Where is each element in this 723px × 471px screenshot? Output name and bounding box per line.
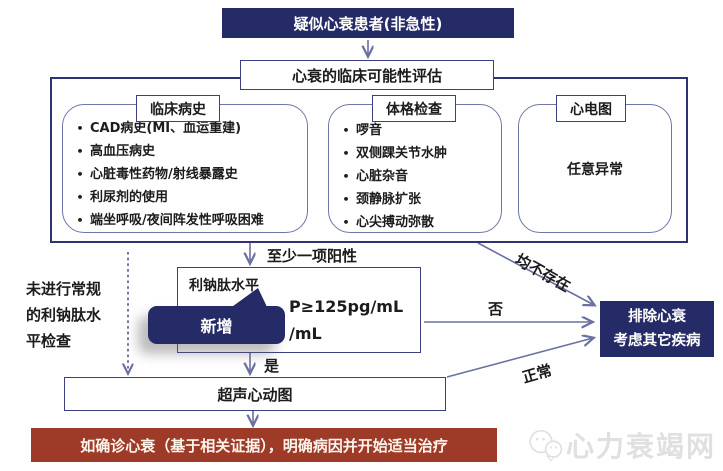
ecg-header: 心电图 [556, 95, 626, 122]
arrow-none-present [477, 242, 594, 305]
bullet-icon: • [342, 216, 350, 229]
list-item: •端坐呼吸/夜间阵发性呼吸困难 [70, 209, 300, 232]
echocardiogram-box: 超声心动图 [64, 377, 446, 411]
bullet-icon: • [76, 122, 84, 135]
site-watermark: 心力衰竭网 [526, 422, 716, 468]
no-label: 否 [488, 300, 504, 318]
watermark-text: 心力衰竭网 [565, 430, 716, 463]
arrow-normal [446, 338, 593, 378]
echocardiogram-label: 超声心动图 [217, 385, 293, 404]
list-item: •双侧踝关节水肿 [336, 142, 496, 165]
clinical-history-header-label: 临床病史 [150, 101, 206, 118]
clinical-history-list: •CAD病史(MI、血运重建) •高血压病史 •心脏毒性药物/射线暴露史 •利尿… [70, 117, 300, 232]
list-item: •颈静脉扩张 [336, 188, 496, 211]
bullet-icon: • [342, 147, 350, 160]
exclude-hf-box: 排除心衰 考虑其它疾病 [600, 301, 714, 357]
list-item: •心尖搏动弥散 [336, 211, 496, 234]
natriuretic-peptide-title: 利钠肽水平 [189, 278, 259, 294]
physical-exam-list: •啰音 •双侧踝关节水肿 •心脏杂音 •颈静脉扩张 •心尖搏动弥散 [336, 119, 496, 234]
ntprobnp-threshold-fragment: P≥125pg/mL [289, 297, 404, 316]
treatment-instruction-bar: 如确诊心衰（基于相关证据），明确病因并开始适当治疗 [31, 428, 497, 462]
bullet-icon: • [342, 170, 350, 183]
list-item: •CAD病史(MI、血运重建) [70, 117, 300, 140]
new-addition-callout: 新增 [148, 306, 285, 344]
list-item: •心脏毒性药物/射线暴露史 [70, 163, 300, 186]
list-item: •利尿剂的使用 [70, 186, 300, 209]
exclude-hf-line1: 排除心衰 [628, 309, 686, 325]
list-item: •心脏杂音 [336, 165, 496, 188]
treatment-instruction-label: 如确诊心衰（基于相关证据），明确病因并开始适当治疗 [80, 436, 448, 455]
ecg-header-label: 心电图 [570, 101, 612, 118]
clinical-probability-assessment-label: 心衰的临床可能性评估 [291, 66, 442, 85]
bnp-threshold-fragment: /mL [289, 324, 322, 343]
suspected-hf-patient-box: 疑似心衰患者(非急性) [222, 8, 514, 38]
physical-exam-header-label: 体格检查 [386, 101, 442, 118]
ecg-any-abnormal-label: 任意异常 [567, 161, 623, 178]
callout-tail [229, 288, 268, 309]
list-item: •高血压病史 [70, 140, 300, 163]
no-routine-peptide-test-note: 未进行常规 的利钠肽水 平检查 [26, 280, 102, 350]
physical-exam-panel [328, 104, 502, 233]
ecg-panel: 任意异常 [518, 104, 672, 233]
exclude-hf-line2: 考虑其它疾病 [613, 333, 701, 349]
new-addition-label: 新增 [200, 317, 233, 336]
wechat-chat-bubbles-icon [529, 430, 563, 462]
bullet-icon: • [76, 191, 84, 204]
list-item: •啰音 [336, 119, 496, 142]
bullet-icon: • [76, 145, 84, 158]
bullet-icon: • [342, 193, 350, 206]
at-least-one-positive-label: 至少一项阳性 [267, 247, 358, 265]
bullet-icon: • [76, 214, 84, 227]
bullet-icon: • [76, 168, 84, 181]
physical-exam-header: 体格检查 [372, 95, 456, 122]
clinical-history-header: 临床病史 [136, 95, 220, 122]
clinical-history-panel [62, 104, 308, 233]
bullet-icon: • [342, 124, 350, 137]
suspected-hf-patient-label: 疑似心衰患者(非急性) [293, 14, 443, 33]
yes-label: 是 [264, 357, 280, 375]
clinical-probability-assessment-box: 心衰的临床可能性评估 [240, 60, 494, 90]
